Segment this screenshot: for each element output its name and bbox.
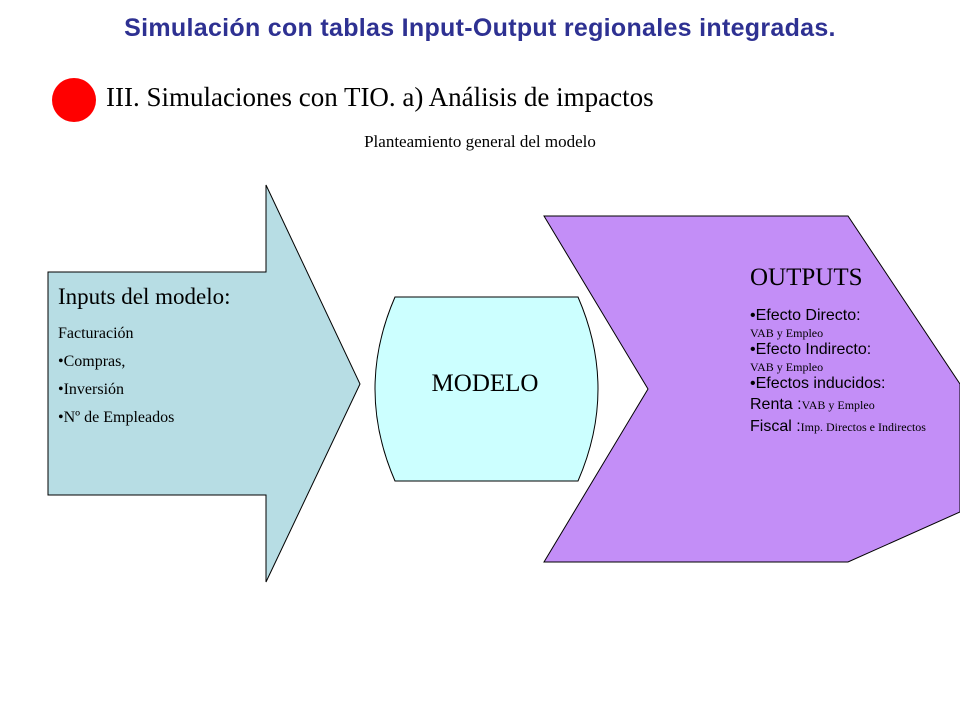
output-renta-detail: VAB y Empleo [801,398,875,412]
output-effect-direct-detail: VAB y Empleo [750,326,824,340]
output-effect-indirect: •Efecto Indirecto: [750,341,872,358]
output-fiscal: Fiscal :Imp. Directos e Indirectos [750,416,926,438]
outputs-chevron-shape [543,215,960,563]
outputs-list: •Efecto Directo: VAB y Empleo •Efecto In… [750,306,926,438]
output-fiscal-label: Fiscal : [750,418,801,435]
inputs-item: •Inversión [58,381,125,398]
modelo-shape [374,296,599,482]
outputs-heading: OUTPUTS [750,264,863,291]
inputs-item: •Nº de Empleados [58,409,175,426]
section-title: III. Simulaciones con TIO. a) Análisis d… [106,82,654,112]
output-effect-induced: •Efectos inducidos: [750,375,886,392]
inputs-heading: Inputs del modelo: [58,284,231,309]
slide-title: Simulación con tablas Input-Output regio… [124,14,836,42]
output-fiscal-detail: Imp. Directos e Indirectos [800,420,926,434]
diagram-subtitle: Planteamiento general del modelo [364,132,596,151]
output-effect-direct: •Efecto Directo: [750,307,861,324]
output-renta: Renta :VAB y Empleo [750,394,926,416]
section-bullet-dot [52,78,96,122]
inputs-arrow-shape [47,184,361,583]
output-effect-indirect-detail: VAB y Empleo [750,360,824,374]
inputs-item: •Compras, [58,353,126,370]
inputs-item: Facturación [58,325,134,342]
modelo-label: MODELO [431,370,539,397]
inputs-list: Facturación •Compras, •Inversión •Nº de … [58,320,174,432]
output-renta-label: Renta : [750,396,802,413]
